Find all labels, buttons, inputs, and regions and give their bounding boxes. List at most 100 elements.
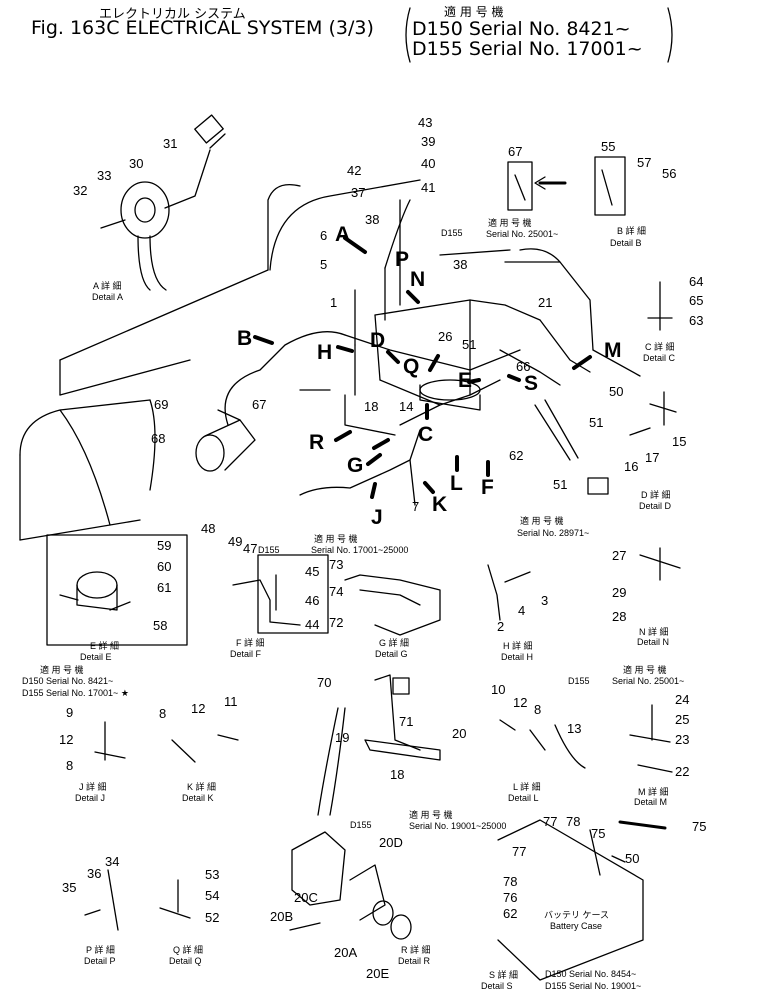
- detail-g-jp: G 詳 細: [379, 638, 410, 648]
- callout-52: 52: [205, 910, 220, 925]
- detail-l-jp: L 詳 細: [513, 782, 541, 792]
- arrow-label-m: M: [604, 339, 622, 362]
- detail-f-jp: F 詳 細: [236, 638, 265, 648]
- callout-18a: 18: [364, 399, 379, 414]
- callout-50b: 50: [625, 851, 640, 866]
- callout-1: 1: [330, 295, 338, 310]
- arrow-label-p: P: [395, 248, 410, 271]
- callout-35: 35: [62, 880, 77, 895]
- detail-a-jp: A 詳 細: [93, 281, 122, 291]
- detail-s-label: Detail S: [481, 981, 513, 991]
- callout-51b: 51: [589, 415, 604, 430]
- callout-66: 66: [516, 359, 531, 374]
- callout-44: 44: [305, 617, 320, 632]
- s51-serial: Serial No. 28971~: [517, 528, 590, 538]
- callout-3: 3: [541, 593, 549, 608]
- callout-7: 7: [412, 499, 420, 514]
- callout-51c: 51: [553, 477, 568, 492]
- callout-40: 40: [421, 156, 436, 171]
- callout-76: 76: [503, 890, 518, 905]
- b-serial: Serial No. 25001~: [486, 229, 559, 239]
- callout-36: 36: [87, 866, 102, 881]
- callout-20d: 20D: [379, 835, 403, 850]
- arrow-label-b: B: [237, 327, 253, 350]
- arrow-label-k: K: [432, 493, 448, 516]
- callout-29: 29: [612, 585, 627, 600]
- callout-49: 49: [228, 534, 243, 549]
- callout-69: 69: [154, 397, 169, 412]
- detail-g-label: Detail G: [375, 649, 408, 659]
- jp-applicable-label: 適 用 号 機: [444, 5, 504, 19]
- serial-d155: D155 Serial No. 17001~: [412, 38, 643, 60]
- callout-32: 32: [73, 183, 88, 198]
- detail-k-label: Detail K: [182, 793, 214, 803]
- callout-37: 37: [351, 185, 366, 200]
- callout-62a: 62: [509, 448, 524, 463]
- callout-6: 6: [320, 228, 328, 243]
- callout-48: 48: [201, 521, 216, 536]
- battery-case-jp: バッテリ ケース: [544, 910, 610, 920]
- callout-64: 64: [689, 274, 704, 289]
- callout-47: 47: [243, 541, 258, 556]
- m-serial: Serial No. 25001~: [612, 676, 685, 686]
- m-model: D155: [568, 676, 590, 686]
- callout-46: 46: [305, 593, 320, 608]
- callout-75a: 75: [591, 826, 606, 841]
- r-serial-jp: 適 用 号 機: [409, 810, 453, 820]
- b-serial-jp: 適 用 号 機: [488, 218, 532, 228]
- callout-73: 73: [329, 557, 344, 572]
- detail-s-jp: S 詳 細: [489, 970, 519, 980]
- arrow-label-d: D: [370, 329, 386, 352]
- callout-16: 16: [624, 459, 639, 474]
- callout-2: 2: [497, 619, 505, 634]
- callout-23: 23: [675, 732, 690, 747]
- detail-h-jp: H 詳 細: [503, 641, 533, 651]
- callout-13: 13: [567, 721, 582, 736]
- callout-14: 14: [399, 399, 414, 414]
- callout-10: 10: [491, 682, 506, 697]
- detail-k-jp: K 詳 細: [187, 782, 217, 792]
- callout-38b: 38: [453, 257, 468, 272]
- f-model: D155: [258, 545, 280, 555]
- callout-34: 34: [105, 854, 120, 869]
- detail-l-label: Detail L: [508, 793, 539, 803]
- callout-42: 42: [347, 163, 362, 178]
- callout-28: 28: [612, 609, 627, 624]
- r-model: D155: [350, 820, 372, 830]
- callout-15: 15: [672, 434, 687, 449]
- callout-31: 31: [163, 136, 178, 151]
- detail-m-label: Detail M: [634, 797, 668, 807]
- s51-serial-jp: 適 用 号 機: [520, 516, 564, 526]
- detail-m-jp: M 詳 細: [638, 787, 669, 797]
- detail-a-label: Detail A: [92, 292, 124, 302]
- callout-12c: 12: [513, 695, 528, 710]
- s-serial-d150: D150 Serial No. 8454~: [545, 969, 637, 979]
- callout-61: 61: [157, 580, 172, 595]
- arrow-label-n: N: [410, 268, 426, 291]
- detail-p-jp: P 詳 細: [86, 945, 115, 955]
- callout-9: 9: [66, 705, 74, 720]
- detail-h-label: Detail H: [501, 652, 534, 662]
- callout-45: 45: [305, 564, 320, 579]
- arrow-label-r: R: [309, 431, 325, 454]
- callout-70: 70: [317, 675, 332, 690]
- callout-78a: 78: [566, 814, 581, 829]
- callout-56: 56: [662, 166, 677, 181]
- callout-11: 11: [224, 694, 238, 709]
- callout-51a: 51: [462, 337, 477, 352]
- figure-title: Fig. 163C ELECTRICAL SYSTEM (3/3): [31, 17, 374, 39]
- callout-75b: 75: [692, 819, 707, 834]
- callout-77a: 77: [543, 814, 558, 829]
- f-serial: Serial No. 17001~25000: [311, 545, 409, 555]
- arrow-label-s: S: [524, 372, 539, 395]
- detail-j-label: Detail J: [75, 793, 106, 803]
- callout-55: 55: [601, 139, 616, 154]
- callout-78b: 78: [503, 874, 518, 889]
- arrow-label-j: J: [371, 506, 383, 529]
- callout-74: 74: [329, 584, 344, 599]
- detail-n-label: Detail N: [637, 637, 670, 647]
- arrow-label-l: L: [450, 472, 463, 495]
- callout-21: 21: [538, 295, 553, 310]
- callout-60: 60: [157, 559, 172, 574]
